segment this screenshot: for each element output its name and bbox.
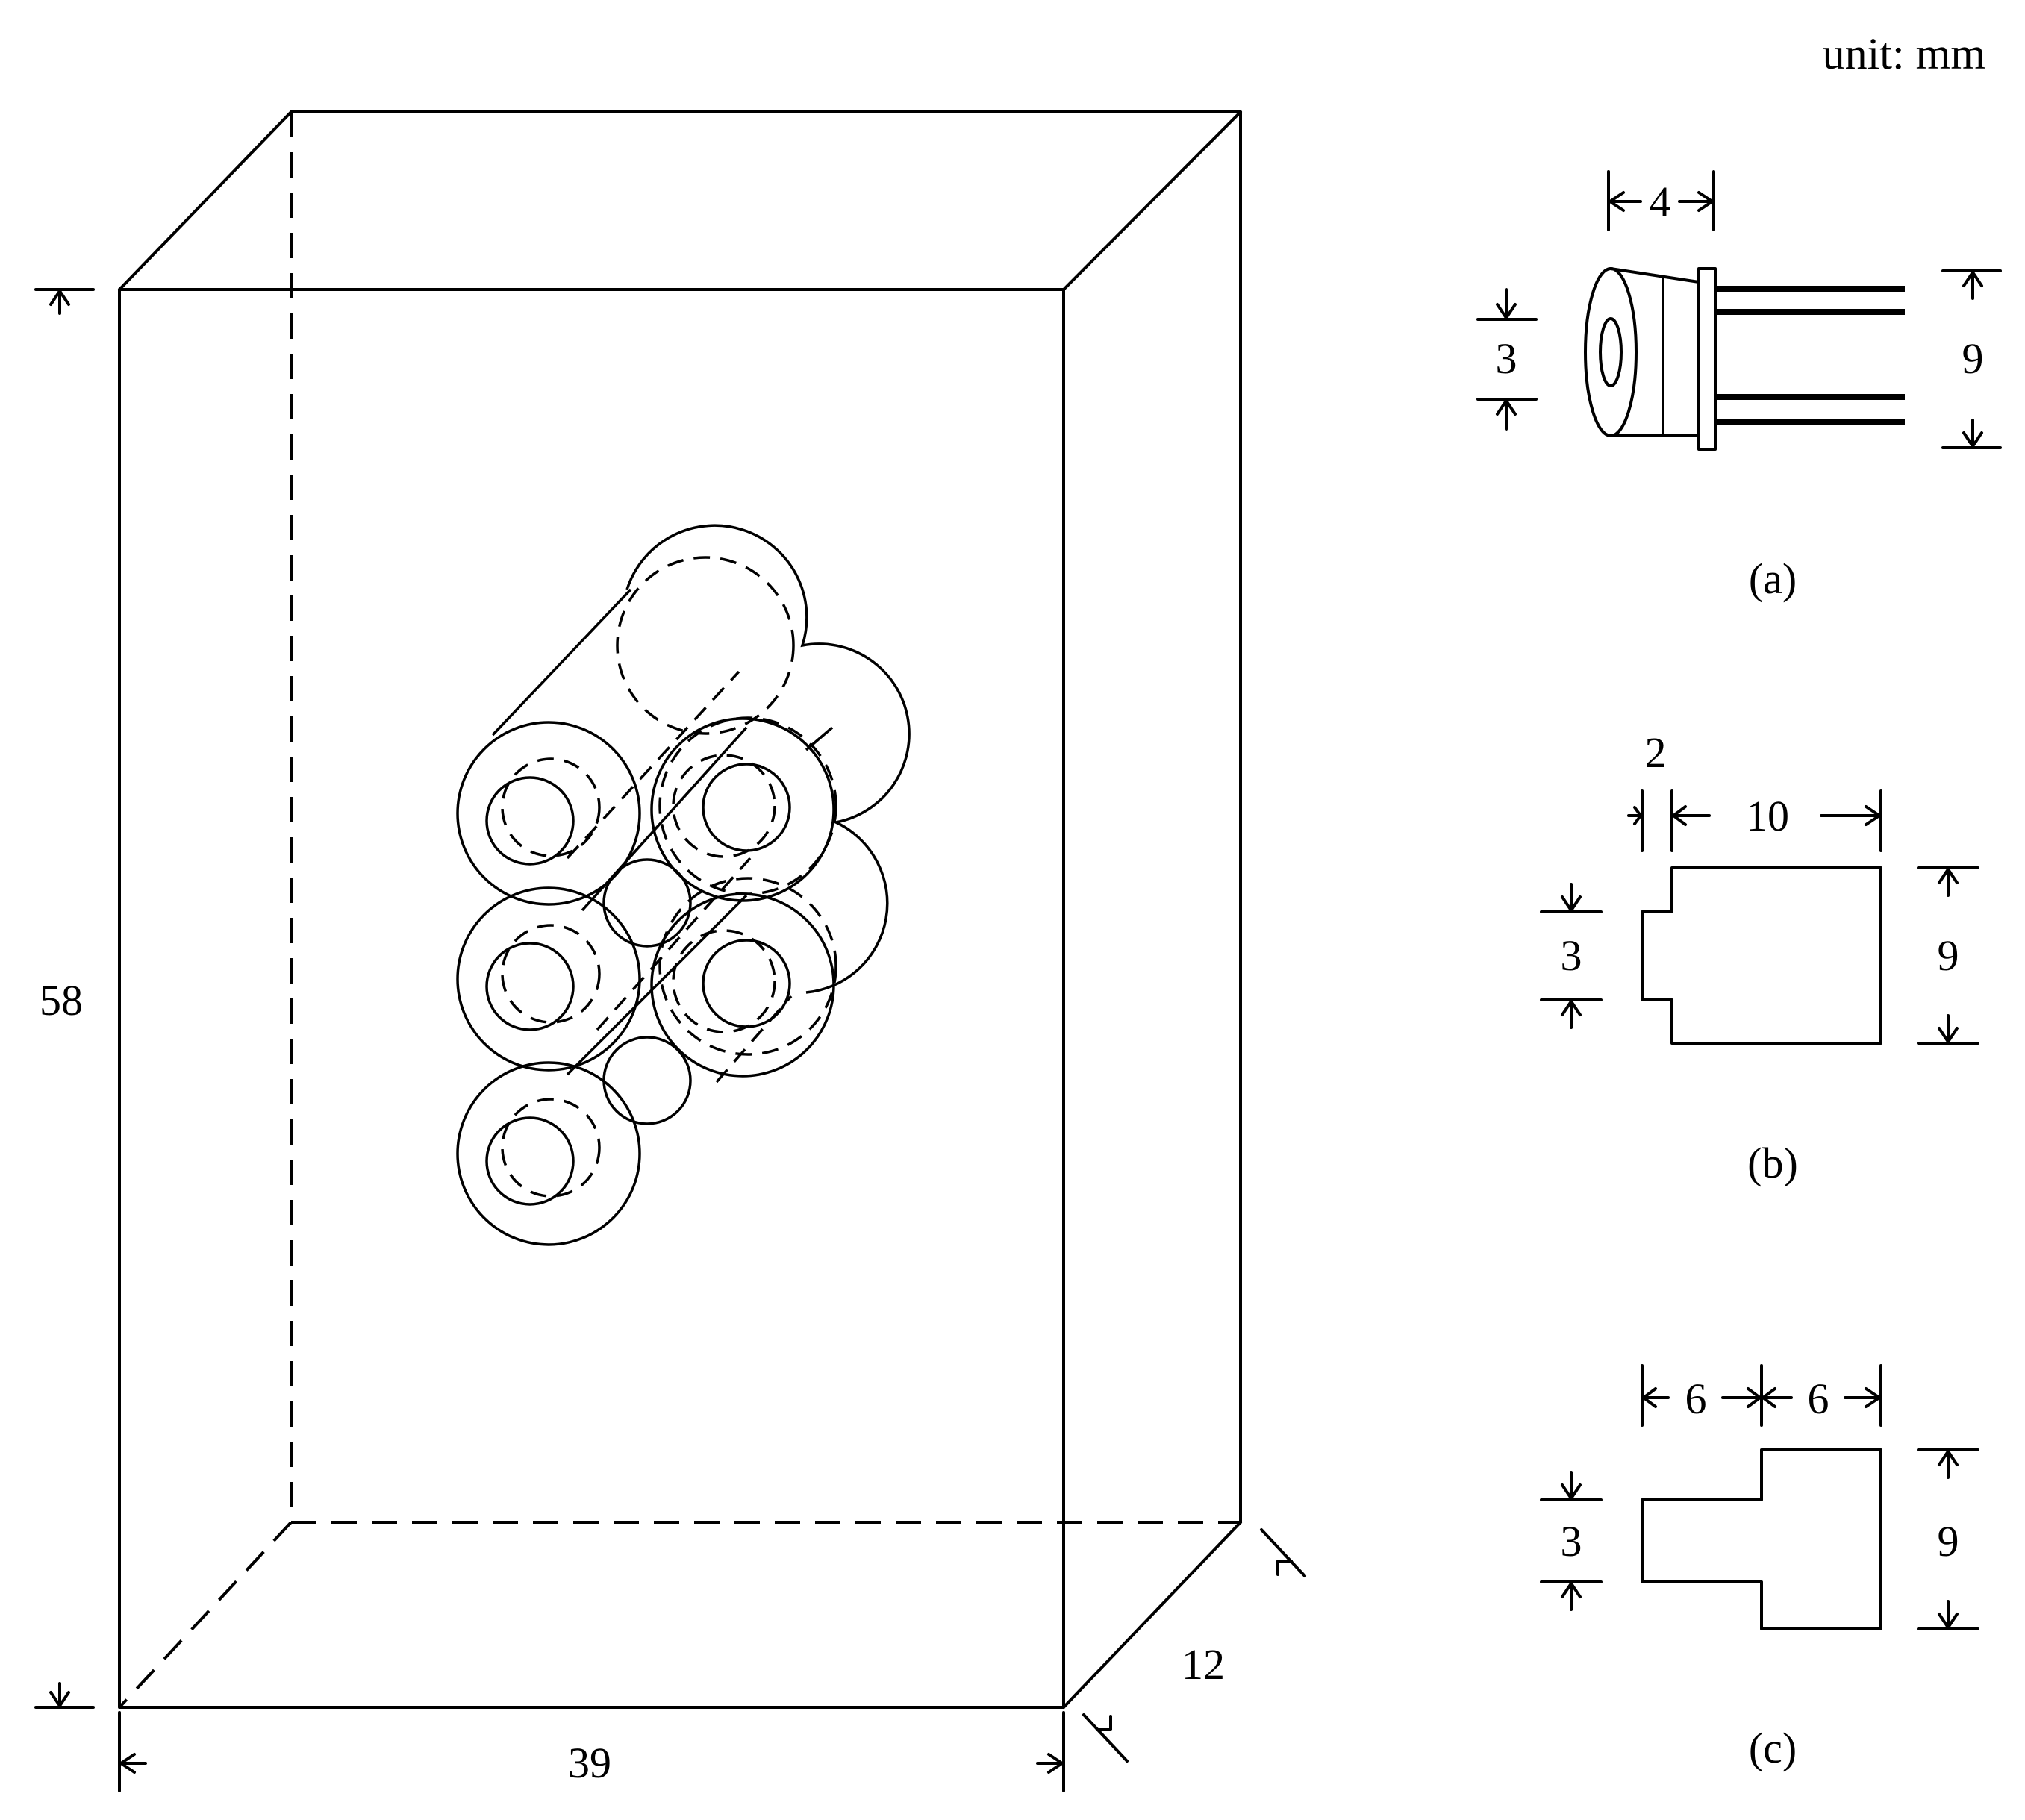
panel-c-caption: (c) — [1749, 1724, 1797, 1772]
panel-c-profile: 6 6 3 9 (c) — [1540, 1364, 1979, 1772]
cylinder-tangent-6 — [596, 857, 752, 1031]
middle-cylinder-2-inner — [702, 939, 791, 1028]
box-dimension-depth: 12 — [1082, 1528, 1306, 1763]
connector-cylinder-1 — [602, 858, 692, 948]
panel-b-caption: (b) — [1747, 1139, 1798, 1187]
panel-c-shape — [1641, 1448, 1882, 1630]
front-cylinder-2-inner — [485, 942, 575, 1031]
cylinder-back-hidden-3 — [658, 877, 837, 1056]
panel-a-caption: (a) — [1749, 554, 1797, 603]
front-cylinder-1-hidden — [501, 757, 601, 857]
main-box — [118, 110, 1242, 1709]
front-cylinder-2-hidden — [501, 924, 601, 1024]
cylinder-cluster — [456, 524, 911, 1246]
cylinder-tangent-2 — [805, 726, 834, 751]
front-cylinder-1 — [456, 721, 641, 906]
panel-c-top-dim-right: 6 — [1808, 1375, 1829, 1423]
box-edge-top-left — [118, 110, 293, 291]
panel-b-left-dim: 3 — [1561, 931, 1582, 980]
box-height-label: 58 — [40, 976, 83, 1025]
sensor-disc-front — [1584, 267, 1638, 437]
middle-cylinder-2-hidden — [672, 929, 776, 1033]
middle-cylinder-2 — [650, 892, 835, 1078]
sensor-flange — [1697, 267, 1717, 451]
front-cylinder-3-hidden — [501, 1098, 601, 1198]
box-edge-bottom-right — [1062, 1521, 1242, 1709]
cylinder-tangent-5 — [566, 670, 740, 860]
panel-c-left-dim: 3 — [1561, 1517, 1582, 1566]
panel-c-right-dim: 9 — [1938, 1517, 1959, 1566]
front-cylinder-2 — [456, 886, 641, 1072]
cylinder-back-hidden-2 — [658, 716, 837, 895]
box-depth-label: 12 — [1182, 1640, 1225, 1689]
box-front-face — [118, 288, 1065, 1709]
cylinder-back-outline — [625, 524, 911, 994]
panel-b-step-dim: 2 — [1645, 728, 1667, 777]
cylinder-back-hidden-1 — [616, 556, 795, 735]
box-edge-top-right — [1062, 110, 1242, 291]
panel-a-right-dim: 9 — [1962, 334, 1984, 383]
panel-b-top-dim: 10 — [1746, 792, 1789, 840]
cylinder-tangent-1 — [491, 588, 632, 737]
front-cylinder-3 — [456, 1061, 641, 1246]
middle-cylinder-1-inner — [702, 763, 791, 852]
middle-cylinder-1-hidden — [672, 754, 776, 858]
front-cylinder-1-inner — [485, 776, 575, 866]
box-dimension-width: 39 — [118, 1711, 1065, 1792]
box-hidden-bottom-left — [118, 1521, 293, 1709]
panel-c-top-dim-left: 6 — [1685, 1375, 1707, 1423]
panel-b-profile: 2 10 3 9 (b) — [1540, 728, 1979, 1187]
cylinder-tangent-4 — [566, 894, 748, 1076]
middle-cylinder-1 — [650, 717, 835, 902]
box-back-top-right — [290, 110, 1242, 1524]
front-cylinder-3-inner — [485, 1116, 575, 1206]
connector-cylinder-2 — [602, 1036, 692, 1125]
unit-label: unit: mm — [1823, 29, 1985, 78]
box-width-label: 39 — [568, 1739, 611, 1787]
panel-b-shape — [1641, 866, 1882, 1045]
panel-a-sensor: 4 3 9 (a) — [1476, 170, 2002, 603]
panel-a-top-dim: 4 — [1650, 178, 1671, 226]
sensor-disc-inner — [1599, 317, 1623, 387]
panel-a-left-dim: 3 — [1496, 334, 1517, 383]
panel-b-right-dim: 9 — [1938, 931, 1959, 980]
box-dimension-height: 58 — [34, 288, 95, 1709]
